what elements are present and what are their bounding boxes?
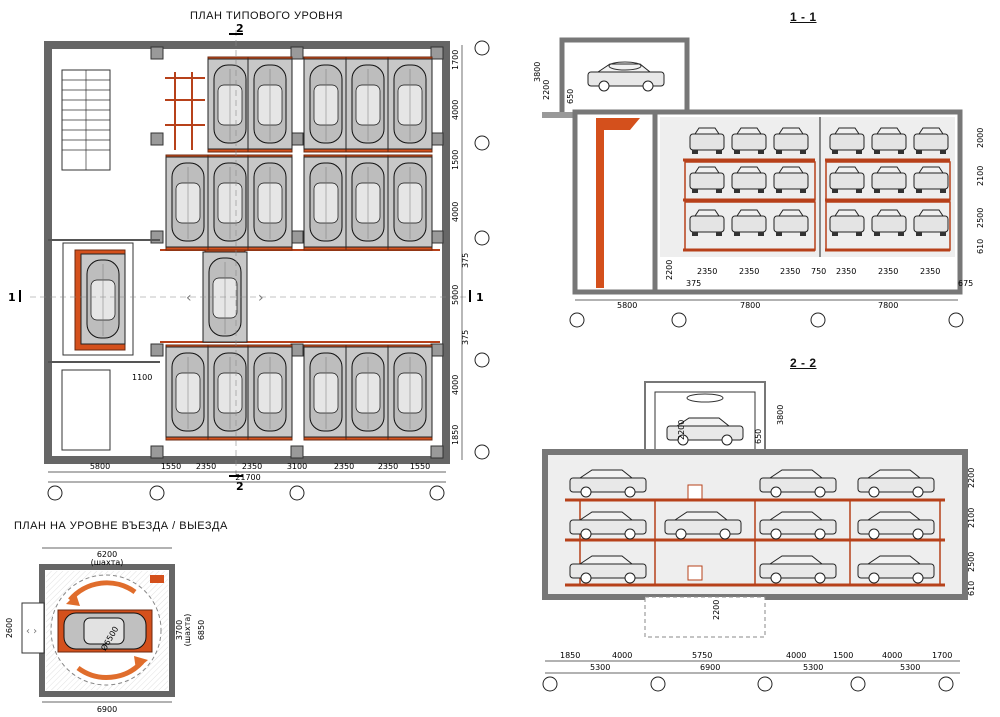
svg-text:2350: 2350 bbox=[378, 462, 398, 471]
svg-text:1700: 1700 bbox=[451, 50, 460, 70]
svg-text:2350: 2350 bbox=[780, 267, 800, 276]
svg-text:3800: 3800 bbox=[533, 62, 542, 82]
cut-label-1-left: 1 bbox=[8, 291, 16, 304]
svg-text:5000: 5000 bbox=[451, 285, 460, 305]
plan-typical-title: ПЛАН ТИПОВОГО УРОВНЯ bbox=[190, 10, 343, 22]
svg-text:6850: 6850 bbox=[197, 620, 206, 640]
svg-text:4000: 4000 bbox=[451, 100, 460, 120]
plan-entry: ‹ › 6200 (шахта) 6900 2600 Ø6500 3700 (ш… bbox=[5, 547, 206, 714]
svg-text:1700: 1700 bbox=[932, 651, 952, 660]
svg-text:4000: 4000 bbox=[451, 202, 460, 222]
section-2-2-dims: 2200 3800 650 2200 2100 2500 610 2200 18… bbox=[560, 405, 976, 672]
svg-text:1850: 1850 bbox=[451, 425, 460, 445]
svg-text:4000: 4000 bbox=[612, 651, 632, 660]
svg-text:5800: 5800 bbox=[617, 301, 637, 310]
section-1-1-dims: 3800 2200 650 2000 2100 2500 610 2200 23… bbox=[533, 62, 985, 310]
section-1-1: 3800 2200 650 2000 2100 2500 610 2200 23… bbox=[533, 37, 985, 328]
svg-text:2600: 2600 bbox=[5, 618, 14, 638]
svg-text:1550: 1550 bbox=[410, 462, 430, 471]
svg-text:2500: 2500 bbox=[976, 208, 985, 228]
svg-text:(шахта): (шахта) bbox=[183, 614, 192, 647]
svg-text:1550: 1550 bbox=[161, 462, 181, 471]
plan-bottom-dims: 5800 1550 2350 2350 3100 2350 2350 1550 … bbox=[90, 462, 430, 482]
spot bbox=[208, 57, 252, 152]
svg-text:650: 650 bbox=[566, 89, 575, 104]
svg-text:21700: 21700 bbox=[235, 473, 260, 482]
svg-text:375: 375 bbox=[461, 253, 470, 268]
svg-text:3800: 3800 bbox=[776, 405, 785, 425]
svg-text:5750: 5750 bbox=[692, 651, 712, 660]
svg-text:2350: 2350 bbox=[196, 462, 216, 471]
plan-right-dims: 1700 4000 1500 4000 375 5000 375 4000 18… bbox=[451, 50, 470, 445]
plan-typical: ‹ › 2 2 1 1 1100 5800 1550 2350 2350 bbox=[8, 22, 490, 501]
svg-text:›: › bbox=[258, 290, 264, 306]
svg-text:2100: 2100 bbox=[976, 166, 985, 186]
cut-label-2-bottom: 2 bbox=[236, 480, 244, 493]
svg-text:5800: 5800 bbox=[90, 462, 110, 471]
svg-text:2350: 2350 bbox=[242, 462, 262, 471]
svg-text:610: 610 bbox=[976, 239, 985, 254]
svg-text:5300: 5300 bbox=[900, 663, 920, 672]
svg-text:2200: 2200 bbox=[677, 420, 686, 440]
svg-text:650: 650 bbox=[754, 429, 763, 444]
svg-text:750: 750 bbox=[811, 267, 826, 276]
cut-label-1-right: 1 bbox=[476, 291, 484, 304]
svg-text:1850: 1850 bbox=[560, 651, 580, 660]
svg-text:6900: 6900 bbox=[700, 663, 720, 672]
plan-entry-title: ПЛАН НА УРОВНЕ ВЪЕЗДА / ВЫЕЗДА bbox=[14, 520, 228, 532]
svg-text:2200: 2200 bbox=[967, 468, 976, 488]
svg-text:2350: 2350 bbox=[334, 462, 354, 471]
section-2-2-axis-markers bbox=[542, 676, 954, 692]
svg-text:4000: 4000 bbox=[786, 651, 806, 660]
svg-text:3100: 3100 bbox=[287, 462, 307, 471]
svg-text:675: 675 bbox=[958, 279, 973, 288]
cut-label-2-top: 2 bbox=[236, 22, 244, 35]
svg-text:4000: 4000 bbox=[451, 375, 460, 395]
svg-text:2350: 2350 bbox=[920, 267, 940, 276]
svg-text:2350: 2350 bbox=[697, 267, 717, 276]
svg-text:1500: 1500 bbox=[833, 651, 853, 660]
section-1-1-axis-markers bbox=[569, 312, 964, 328]
svg-text:610: 610 bbox=[967, 581, 976, 596]
svg-text:2000: 2000 bbox=[976, 128, 985, 148]
svg-text:375: 375 bbox=[461, 330, 470, 345]
svg-text:7800: 7800 bbox=[878, 301, 898, 310]
svg-text:6200: 6200 bbox=[97, 550, 117, 559]
svg-text:2350: 2350 bbox=[836, 267, 856, 276]
svg-text:2500: 2500 bbox=[967, 552, 976, 572]
svg-text:1500: 1500 bbox=[451, 150, 460, 170]
svg-text:375: 375 bbox=[686, 279, 701, 288]
svg-text:2350: 2350 bbox=[878, 267, 898, 276]
svg-text:‹: ‹ bbox=[186, 290, 192, 306]
svg-text:6900: 6900 bbox=[97, 705, 117, 714]
svg-text:7800: 7800 bbox=[740, 301, 760, 310]
svg-text:2200: 2200 bbox=[542, 80, 551, 100]
dim-1100: 1100 bbox=[132, 373, 152, 382]
svg-text:2350: 2350 bbox=[739, 267, 759, 276]
svg-text:4000: 4000 bbox=[882, 651, 902, 660]
svg-text:3700: 3700 bbox=[175, 620, 184, 640]
svg-text:(шахта): (шахта) bbox=[91, 558, 124, 567]
svg-text:5300: 5300 bbox=[803, 663, 823, 672]
svg-text:2200: 2200 bbox=[712, 600, 721, 620]
svg-text:‹ ›: ‹ › bbox=[26, 626, 37, 637]
section-2-2-title: 2 - 2 bbox=[790, 356, 817, 370]
svg-text:5300: 5300 bbox=[590, 663, 610, 672]
svg-text:2100: 2100 bbox=[967, 508, 976, 528]
section-2-2: 2200 3800 650 2200 2100 2500 610 2200 18… bbox=[542, 381, 976, 692]
section-1-1-title: 1 - 1 bbox=[790, 10, 817, 24]
svg-text:2200: 2200 bbox=[665, 260, 674, 280]
